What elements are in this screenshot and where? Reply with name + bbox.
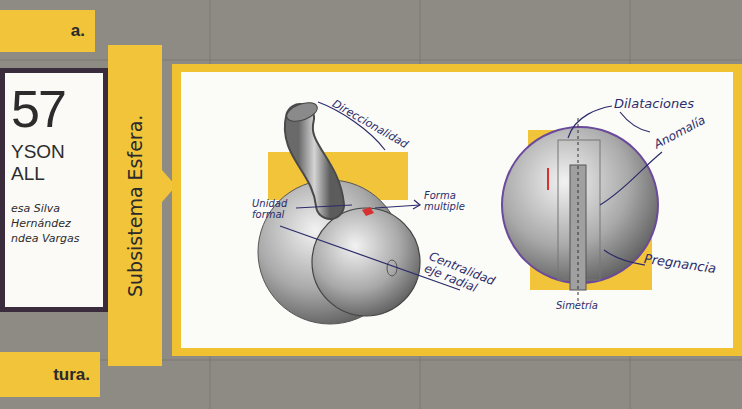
node-text: 57 <box>11 83 99 135</box>
tube-opening <box>284 99 320 125</box>
annotation-label: Pregnancia <box>643 252 734 279</box>
sphere-lobe <box>312 208 420 316</box>
node-text: esa Silva Hernández ndea Vargas <box>11 201 81 246</box>
tube-edge <box>299 118 330 205</box>
annotation-label: Unidad formal <box>252 198 298 220</box>
red-mark <box>362 207 374 216</box>
card-sheet: 57YSON ALL esa Silva Hernández ndea Varga… <box>5 73 103 307</box>
red-mark <box>547 168 549 190</box>
node-text: Subsistema Esfera. <box>108 45 162 366</box>
leader-lines <box>568 106 662 265</box>
poster-frame <box>172 64 742 356</box>
label-tag: tura. <box>0 352 100 397</box>
annotation-label: Dilataciones <box>614 97 724 111</box>
poster-sheet <box>181 72 733 348</box>
symmetry-axis <box>578 118 579 302</box>
node-text: a. <box>71 21 85 41</box>
vertical-banner: Subsistema Esfera. <box>108 45 162 366</box>
radial-axis-end <box>387 260 397 276</box>
title-card: 57YSON ALL esa Silva Hernández ndea Varga… <box>0 68 108 312</box>
tube <box>299 118 330 205</box>
node-text: YSON ALL <box>11 141 81 185</box>
node-text: tura. <box>53 365 90 385</box>
annotation-label: Centralidad eje radial <box>422 250 515 308</box>
annotation-label: Direccionalidad <box>330 98 457 178</box>
banner-arrow <box>108 45 176 366</box>
annotation-label: Simetría <box>556 300 626 311</box>
label-tag: a. <box>0 10 95 52</box>
annotation-label: Forma multiple <box>424 190 484 212</box>
